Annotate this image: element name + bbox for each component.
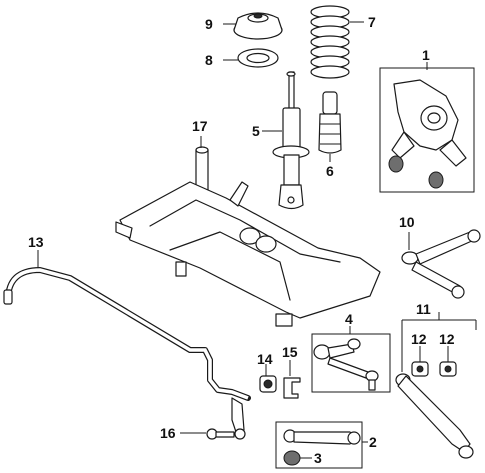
- callout-15: 15: [282, 344, 298, 360]
- callout-12b: 12: [439, 331, 455, 347]
- part-2-box: [275, 421, 363, 469]
- dust-boot-part: [318, 91, 342, 154]
- stabilizer-bar-part: [3, 267, 251, 401]
- callout-7: 7: [368, 14, 376, 30]
- callout-5: 5: [252, 123, 260, 139]
- part-4-box: [311, 333, 391, 393]
- callout-6: 6: [326, 163, 334, 179]
- callout-11: 11: [416, 301, 431, 317]
- callout-16: 16: [160, 425, 176, 441]
- callout-1: 1: [422, 47, 430, 63]
- spring-insulator-part: [237, 48, 279, 68]
- callout-14: 14: [257, 351, 273, 367]
- coil-spring-part: [310, 5, 350, 79]
- callout-13: 13: [28, 234, 44, 250]
- upper-arm-part: [401, 229, 481, 299]
- lateral-link-part: [313, 338, 379, 391]
- knuckle-part: [388, 79, 467, 189]
- shock-absorber-part: [272, 71, 310, 210]
- stabilizer-link-part: [206, 397, 246, 440]
- callout-17: 17: [192, 118, 208, 134]
- strut-mount-part: [233, 12, 283, 40]
- bushing-bracket-part: [283, 377, 301, 399]
- lower-arm-part: [283, 429, 361, 466]
- callout-4: 4: [345, 311, 353, 327]
- callout-8: 8: [205, 52, 213, 68]
- callout-12a: 12: [411, 331, 427, 347]
- callout-2: 2: [369, 434, 377, 450]
- trailing-arm-part: [395, 373, 474, 459]
- subframe-part: [115, 146, 381, 327]
- stabilizer-bushing-part: [259, 375, 277, 393]
- trailing-arm-bushing-a: [411, 361, 429, 377]
- callout-10: 10: [399, 214, 415, 230]
- callout-3: 3: [314, 450, 322, 466]
- trailing-arm-bushing-b: [439, 361, 457, 377]
- callout-9: 9: [205, 16, 213, 32]
